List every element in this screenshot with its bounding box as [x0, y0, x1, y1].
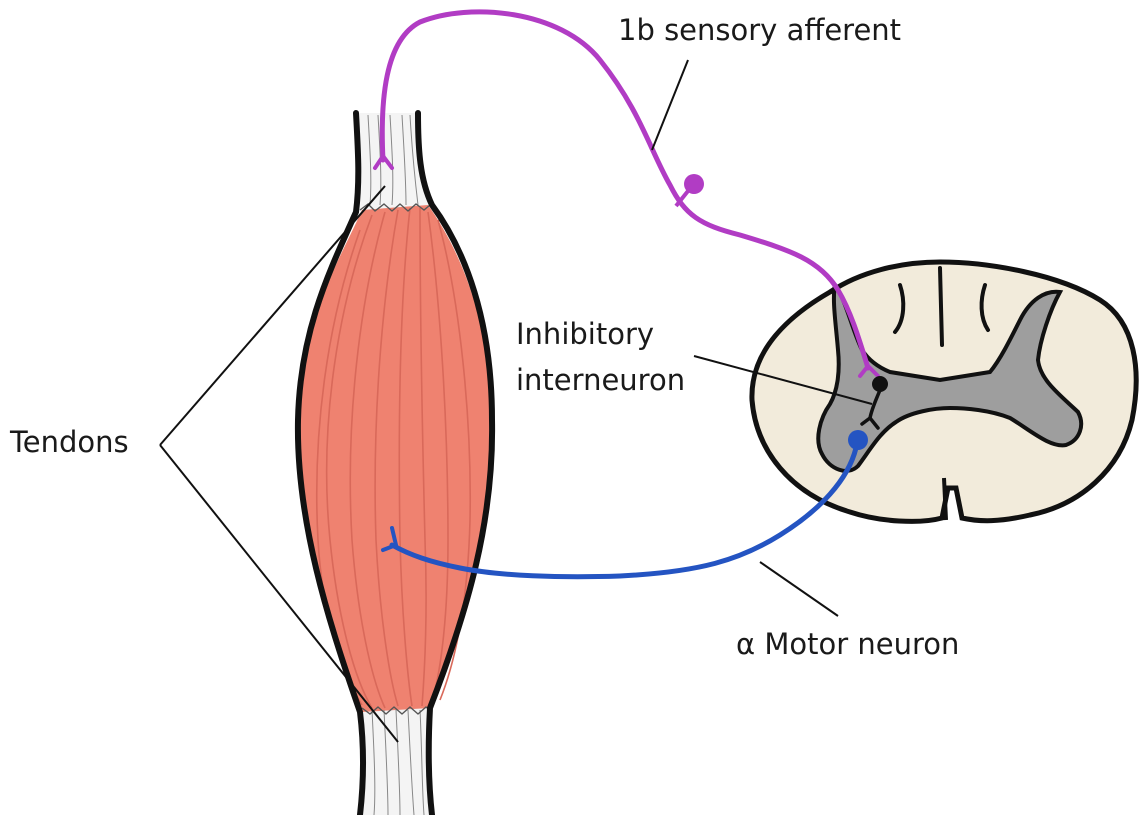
- interneuron-cell-body: [872, 376, 888, 392]
- label-sensory-afferent: 1b sensory afferent: [618, 12, 901, 48]
- label-motor-neuron: α Motor neuron: [736, 626, 959, 662]
- ventral-fissure: [944, 478, 946, 520]
- spinal-cord: [752, 262, 1136, 521]
- label-inhibitory-line1: Inhibitory: [516, 316, 654, 352]
- leader-motor-neuron: [760, 562, 838, 616]
- label-tendons: Tendons: [10, 424, 129, 460]
- label-inhibitory-line2: interneuron: [516, 362, 685, 398]
- lower-tendon: [360, 705, 432, 815]
- muscle-group: [298, 113, 492, 815]
- leader-sensory-afferent: [652, 60, 688, 150]
- sensory-cell-body: [684, 174, 704, 194]
